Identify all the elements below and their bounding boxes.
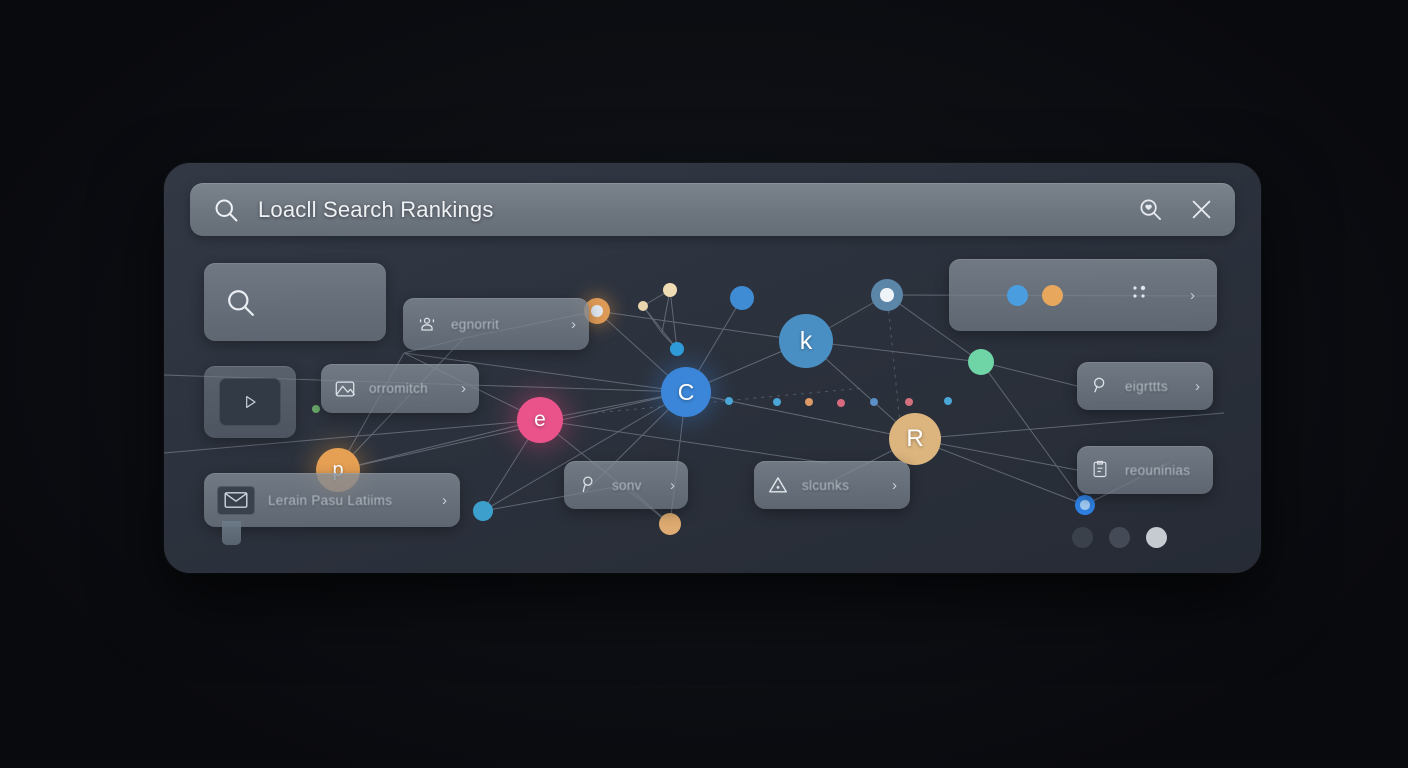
- search-detail-icon[interactable]: [1137, 196, 1164, 223]
- node-cream-b[interactable]: [638, 301, 648, 311]
- node-blue-bottom-left[interactable]: [473, 501, 493, 521]
- node-r[interactable]: R: [889, 413, 941, 465]
- search-person-icon: [577, 474, 599, 496]
- micro-node-6[interactable]: [905, 398, 913, 406]
- swatch-blue: [1007, 284, 1028, 306]
- node-core: [1080, 500, 1090, 510]
- chevron-right-icon: ›: [461, 380, 466, 397]
- node-cluster-blue[interactable]: [670, 342, 684, 356]
- pagination-dots[interactable]: [1072, 527, 1167, 548]
- video-screen: [219, 378, 281, 426]
- swatch-orange: [1042, 284, 1063, 306]
- micro-node-8[interactable]: [312, 405, 320, 413]
- micro-node-1[interactable]: [725, 397, 733, 405]
- node-mint[interactable]: [968, 349, 994, 375]
- card-promo[interactable]: orromitch ›: [321, 364, 479, 413]
- search-icon: [224, 286, 257, 319]
- card-swatches[interactable]: ›: [949, 259, 1217, 331]
- card-rights[interactable]: eigrttts ›: [1077, 362, 1213, 410]
- micro-node-4[interactable]: [837, 399, 845, 407]
- pagination-dot-2[interactable]: [1109, 527, 1130, 548]
- group-icon: [416, 313, 438, 335]
- card-mail-tab-stub: [222, 521, 241, 545]
- node-cream-a[interactable]: [663, 283, 677, 297]
- chevron-right-icon: ›: [1190, 286, 1195, 304]
- pagination-dot-3[interactable]: [1146, 527, 1167, 548]
- node-blue-white[interactable]: [871, 279, 903, 311]
- card-mail-label: Lerain Pasu Latiims: [268, 492, 393, 508]
- clipboard-icon: [1090, 459, 1112, 481]
- card-search-blank[interactable]: [204, 263, 386, 341]
- card-reports[interactable]: reouninias: [1077, 446, 1213, 494]
- card-alerts[interactable]: slcunks ›: [754, 461, 910, 509]
- search-bar[interactable]: Loacll Search Rankings: [190, 183, 1235, 236]
- play-icon: [246, 395, 256, 409]
- search-query-text: Loacll Search Rankings: [258, 196, 494, 222]
- node-orange-bottom[interactable]: [659, 513, 681, 535]
- card-video-preview[interactable]: [204, 366, 296, 438]
- node-c[interactable]: C: [661, 367, 711, 417]
- card-promo-label: orromitch: [369, 381, 428, 396]
- search-icon: [212, 196, 240, 224]
- search-icon: [1090, 375, 1112, 397]
- card-sonv-label: sonv: [612, 477, 642, 493]
- swatch-row: [1007, 284, 1063, 306]
- close-icon[interactable]: [1188, 196, 1215, 223]
- card-group-label: egnorrit: [451, 316, 500, 332]
- chevron-right-icon: ›: [1195, 377, 1200, 395]
- warning-triangle-icon: [767, 474, 789, 496]
- micro-node-2[interactable]: [773, 398, 781, 406]
- pagination-dot-1[interactable]: [1072, 527, 1093, 548]
- node-blue-right-low[interactable]: [1075, 495, 1095, 515]
- grid-dots-icon: [1131, 284, 1149, 307]
- micro-node-7[interactable]: [944, 397, 952, 405]
- micro-node-5[interactable]: [870, 398, 878, 406]
- micro-node-3[interactable]: [805, 398, 813, 406]
- card-reports-label: reouninias: [1125, 462, 1191, 478]
- chevron-right-icon: ›: [670, 476, 675, 494]
- envelope-icon: [217, 485, 255, 515]
- node-core: [880, 288, 894, 302]
- card-mail[interactable]: Lerain Pasu Latiims ›: [204, 473, 460, 527]
- node-k[interactable]: k: [779, 314, 833, 368]
- node-e[interactable]: e: [517, 397, 563, 443]
- chevron-right-icon: ›: [442, 491, 447, 509]
- chevron-right-icon: ›: [571, 315, 576, 333]
- card-rights-label: eigrttts: [1125, 378, 1168, 394]
- image-icon: [334, 378, 356, 400]
- node-blue-small-top[interactable]: [730, 286, 754, 310]
- card-group[interactable]: egnorrit ›: [403, 298, 589, 350]
- node-core: [591, 305, 603, 317]
- chevron-right-icon: ›: [892, 476, 897, 494]
- card-alerts-label: slcunks: [802, 477, 850, 493]
- card-sonv[interactable]: sonv ›: [564, 461, 688, 509]
